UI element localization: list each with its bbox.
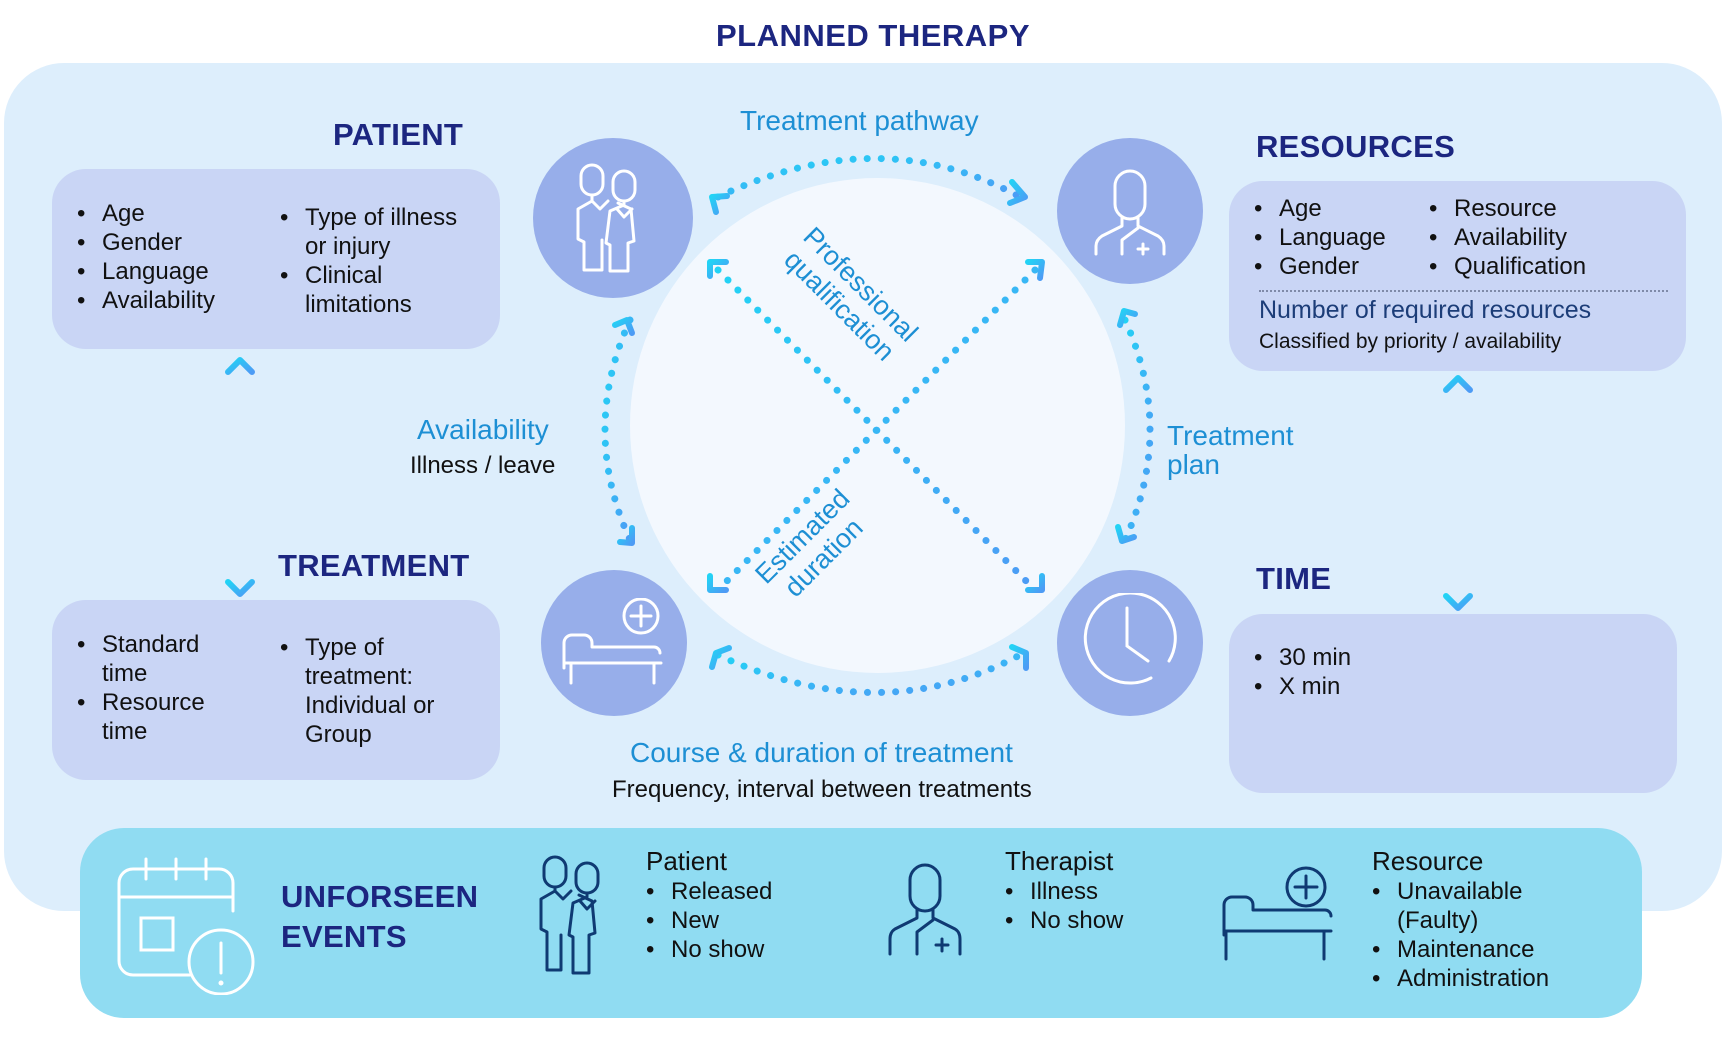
list-item: Type of illness or injury [280,203,485,261]
list-item: X min [1254,672,1454,701]
event-group-resource: Resource Unavailable (Faulty) Maintenanc… [1372,846,1612,993]
list-item: Qualification [1429,252,1649,281]
list-item: Clinical limitations [280,261,485,319]
therapist-icon [1094,169,1166,256]
list-item: Availability [77,286,267,315]
calendar-alert-icon [117,857,255,995]
resources-icon-circle [1057,138,1203,284]
treatment-icon-circle [541,570,687,716]
list-item: Gender [77,228,267,257]
treatment-plan-label-2: plan [1167,449,1220,480]
event-group-title: Resource [1372,846,1484,876]
list-item: Availability [1429,223,1649,252]
list-item: Administration [1372,964,1612,993]
therapist-icon [888,863,962,956]
availability-sublabel: Illness / leave [410,452,556,479]
list-item: Resource [1429,194,1649,223]
treatment-heading: TREATMENT [278,548,470,583]
list-item: Illness [1005,877,1123,906]
time-icon-circle [1057,570,1203,716]
two-people-icon [576,163,637,273]
unforseen-events-heading: UNFORSEEN EVENTS [281,877,478,957]
patient-list-2: Type of illness or injury Clinical limit… [280,203,485,319]
treatment-plan-label-1: Treatment [1167,420,1294,451]
patient-heading: PATIENT [333,117,464,152]
list-item: Language [77,257,267,286]
treatment-list-1: Standard time Resource time [77,630,227,746]
patient-box: Age Gender Language Availability Type of… [52,169,500,349]
required-resources-subtitle: Classified by priority / availability [1259,330,1562,353]
list-item: Language [1254,223,1414,252]
list-item: Gender [1254,252,1414,281]
availability-label: Availability [417,414,549,445]
time-heading: TIME [1256,561,1332,596]
list-item: Maintenance [1372,935,1612,964]
event-group-title: Patient [646,846,727,876]
clock-icon [1083,593,1177,685]
page-title: PLANNED THERAPY [715,18,1031,53]
events-heading-line-1: UNFORSEEN [281,879,479,914]
treatment-list-2: Type of treatment: Individual or Group [280,633,465,749]
time-list: 30 min X min [1254,643,1454,701]
list-item: New [646,906,772,935]
list-item: No show [646,935,772,964]
bed-plus-icon [1222,866,1333,961]
divider [1259,290,1668,292]
event-group-list: Released New No show [646,877,772,964]
resources-list-2: Resource Availability Qualification [1429,194,1649,281]
list-item: Type of treatment: Individual or Group [280,633,465,749]
resources-list-1: Age Language Gender [1254,194,1414,281]
course-duration-sublabel: Frequency, interval between treatments [612,776,1032,803]
time-box: 30 min X min [1229,614,1677,793]
event-group-therapist: Therapist Illness No show [1005,846,1123,935]
events-heading-line-2: EVENTS [281,919,407,954]
required-resources-title: Number of required resources [1259,296,1592,324]
list-item: Age [1254,194,1414,223]
list-item: Released [646,877,772,906]
resources-box: Age Language Gender Resource Availabilit… [1229,181,1686,371]
course-duration-label: Course & duration of treatment [630,737,1013,768]
list-item: Unavailable (Faulty) [1372,877,1567,935]
list-item: 30 min [1254,643,1454,672]
list-item: Standard time [77,630,227,688]
treatment-pathway-label: Treatment pathway [740,105,979,136]
event-group-list: Illness No show [1005,877,1123,935]
list-item: Resource time [77,688,227,746]
treatment-box: Standard time Resource time Type of trea… [52,600,500,780]
center-circle [630,178,1125,673]
patient-icon-circle [533,138,693,298]
event-group-patient: Patient Released New No show [646,846,772,964]
bed-plus-icon [562,598,663,685]
patient-list-1: Age Gender Language Availability [77,199,267,315]
event-group-list: Unavailable (Faulty) Maintenance Adminis… [1372,877,1612,993]
resources-heading: RESOURCES [1256,129,1456,164]
list-item: No show [1005,906,1123,935]
list-item: Age [77,199,267,228]
event-group-title: Therapist [1005,846,1114,876]
two-people-icon [539,855,600,975]
